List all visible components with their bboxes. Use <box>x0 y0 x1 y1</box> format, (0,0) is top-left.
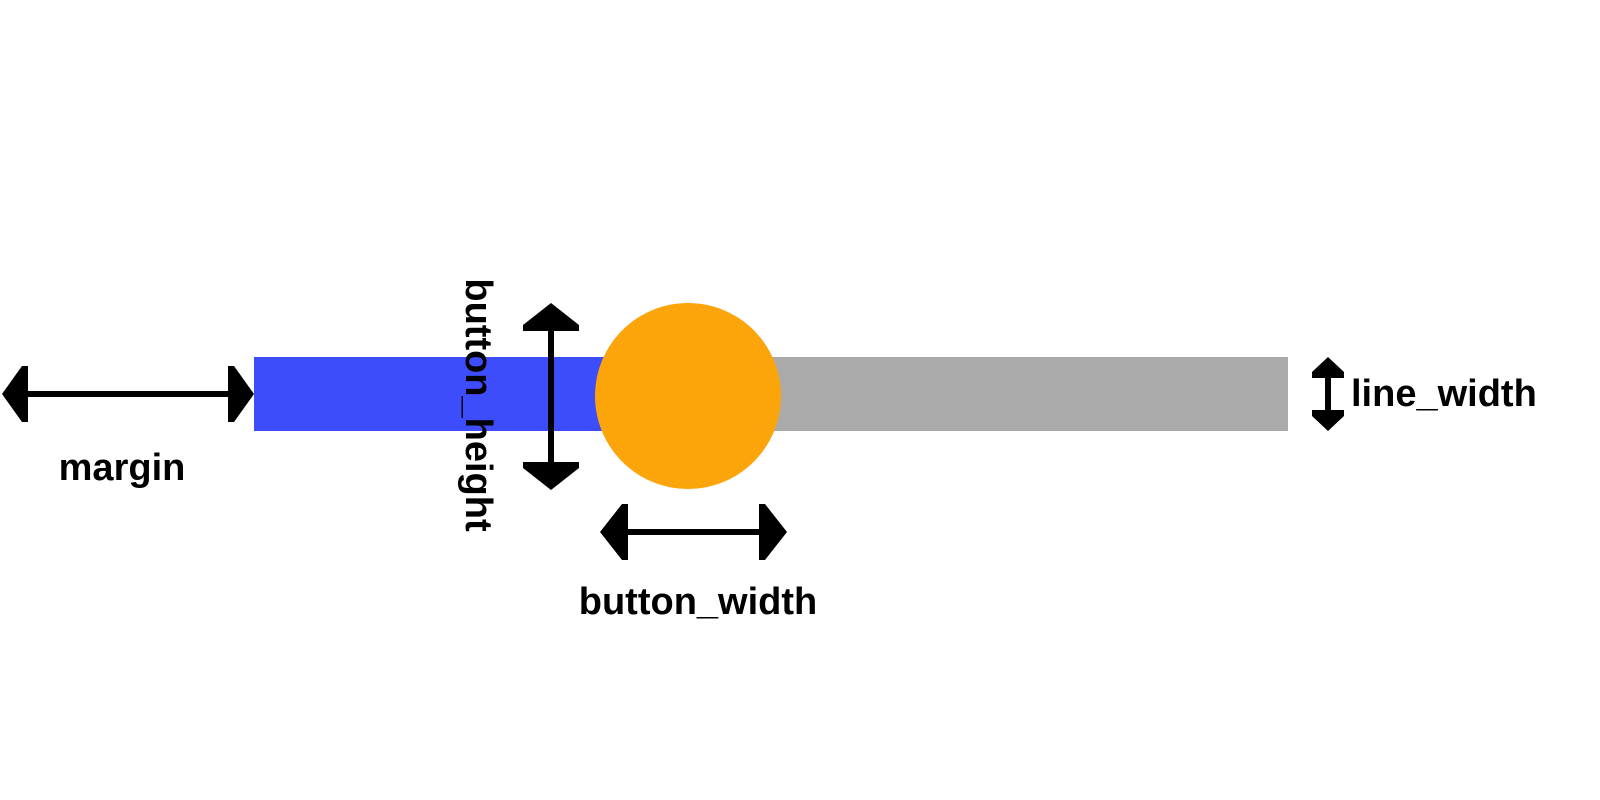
margin-label: margin <box>59 447 186 489</box>
line-width-label: line_width <box>1351 373 1537 415</box>
button-height-bottom-arrow-icon <box>523 462 579 490</box>
margin-left-arrow-icon <box>2 366 28 422</box>
button-width-left-arrow-icon <box>600 504 628 560</box>
button-height-dimension: button_height <box>457 278 579 532</box>
margin-dimension: margin <box>2 366 254 489</box>
line-width-top-arrow-icon <box>1312 357 1344 378</box>
button-width-label: button_width <box>579 581 817 623</box>
button-height-top-arrow-icon <box>523 303 579 331</box>
line-width-dimension: line_width <box>1312 357 1537 431</box>
button-width-right-arrow-icon <box>759 504 787 560</box>
margin-right-arrow-icon <box>228 366 254 422</box>
button-width-dimension: button_width <box>579 504 817 623</box>
slider-knob <box>595 303 781 489</box>
button-height-label: button_height <box>457 278 499 532</box>
line-width-bottom-arrow-icon <box>1312 410 1344 431</box>
